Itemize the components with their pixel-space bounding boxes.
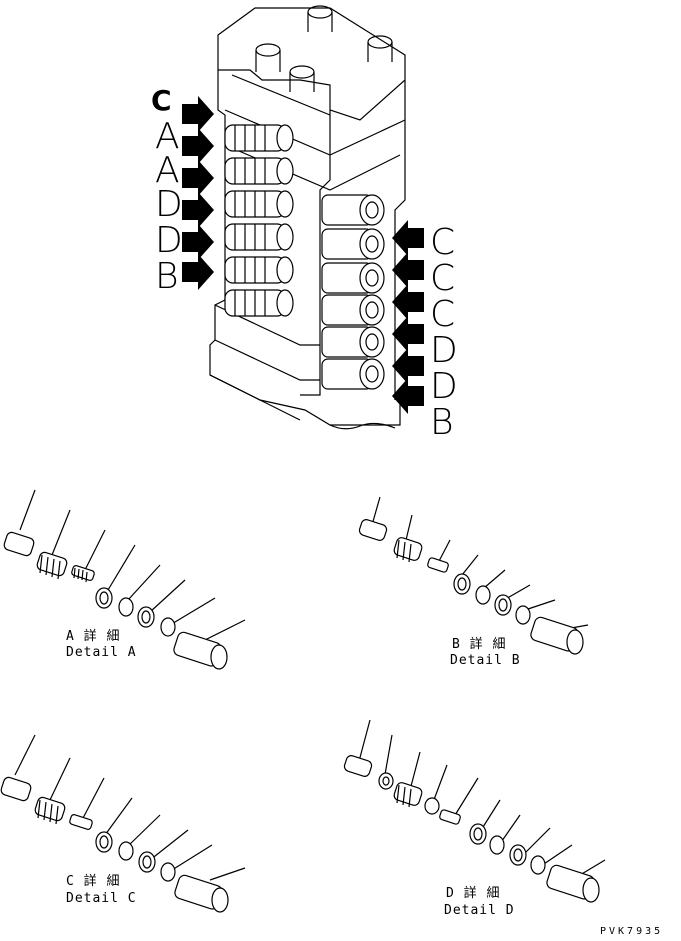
arrow-icon — [392, 348, 424, 384]
right-arrows — [392, 220, 424, 414]
section-label: C — [151, 84, 172, 117]
detail-title-jp: B 詳 細 — [452, 636, 506, 652]
arrow-icon — [182, 96, 214, 132]
arrow-icon — [392, 284, 424, 320]
detail-a-exploded-view: A 詳 細 Detail A — [3, 489, 246, 670]
arrow-icon — [392, 316, 424, 352]
detail-title-jp: D 詳 細 — [446, 885, 500, 901]
detail-title-jp: C 詳 細 — [66, 873, 120, 889]
left-section-labels: C A A D D B — [151, 84, 183, 297]
arrow-icon — [392, 220, 424, 256]
arrow-icon — [182, 128, 214, 164]
section-label: A — [155, 116, 180, 157]
drawing-code: PVK7935 — [600, 926, 663, 937]
left-spools — [224, 124, 294, 317]
detail-title-en: Detail D — [444, 903, 515, 918]
arrow-icon — [182, 160, 214, 196]
section-label: D — [155, 220, 183, 261]
detail-title-en: Detail A — [66, 645, 137, 660]
section-label: B — [430, 402, 454, 443]
detail-d-exploded-view: D 詳 細 Detail D — [343, 719, 606, 918]
right-section-labels: C C C D D B — [430, 222, 458, 443]
arrow-icon — [392, 252, 424, 288]
arrow-icon — [182, 192, 214, 228]
section-label: C — [430, 222, 455, 263]
detail-title-en: Detail C — [66, 891, 137, 906]
section-label: C — [430, 258, 455, 299]
arrow-icon — [182, 224, 214, 260]
arrow-icon — [182, 254, 214, 290]
section-label: D — [155, 184, 183, 225]
section-label: D — [430, 330, 458, 371]
detail-c-exploded-view: C 詳 細 Detail C — [0, 734, 246, 913]
section-label: A — [155, 150, 180, 191]
left-arrows — [182, 96, 214, 290]
section-label: C — [430, 294, 455, 335]
section-label: D — [430, 366, 458, 407]
detail-title-en: Detail B — [450, 653, 521, 668]
section-label: B — [155, 256, 179, 297]
detail-title-jp: A 詳 細 — [66, 628, 120, 644]
right-plugs — [321, 194, 385, 390]
arrow-icon — [392, 378, 424, 414]
detail-b-exploded-view: B 詳 細 Detail B — [358, 496, 589, 668]
